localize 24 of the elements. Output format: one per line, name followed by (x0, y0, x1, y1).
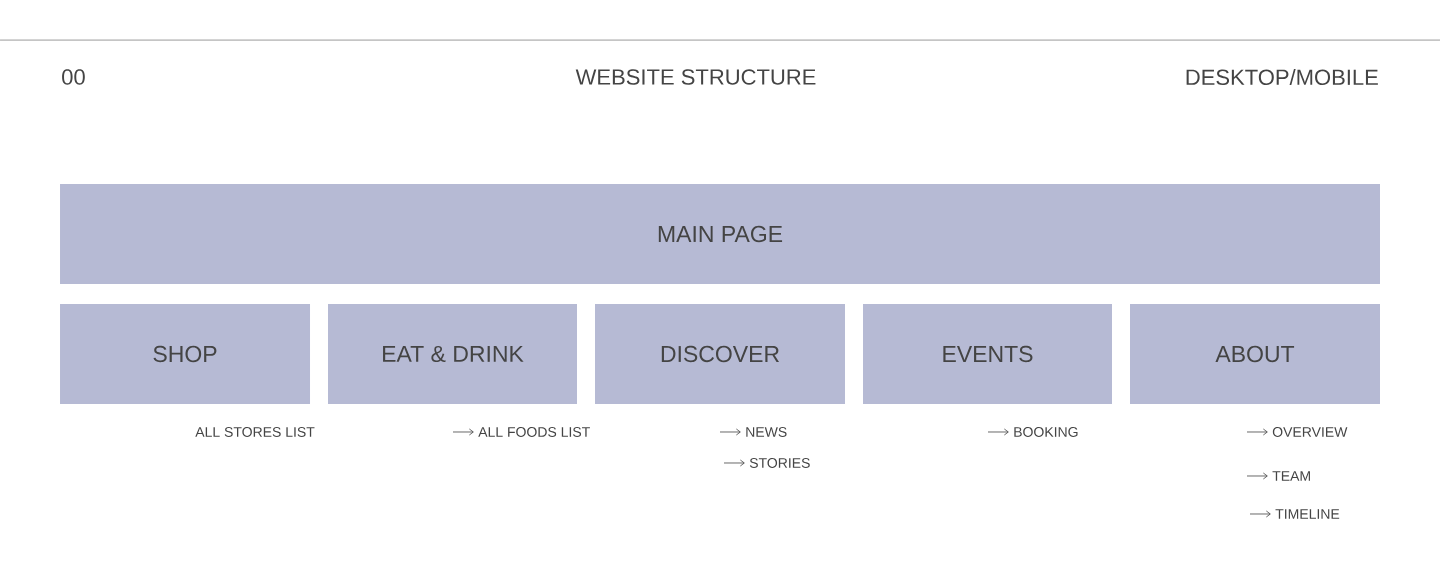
arrow (1246, 428, 1268, 436)
header-text: DESKTOP/MOBILE (1186, 68, 1378, 86)
section-box: SHOP (60, 304, 310, 404)
arrow (452, 428, 474, 436)
main-page-box: MAIN PAGE (60, 184, 1380, 284)
page-item-text: OVERVIEW (1272, 427, 1348, 437)
arrow (719, 428, 741, 436)
section-box: DISCOVER (595, 304, 845, 404)
page-item-text: TIMELINE (1275, 509, 1340, 519)
page-item-text: BOOKING (1014, 427, 1078, 437)
arrow (1246, 472, 1268, 480)
arrow (1249, 510, 1271, 518)
header-text: 00 (62, 69, 85, 85)
page-item-text: STORIES (749, 458, 810, 468)
section-box: ABOUT (1130, 304, 1380, 404)
section-box: EVENTS (863, 304, 1112, 404)
arrow (987, 428, 1009, 436)
page-title: WEBSITE STRUCTURE (575, 69, 816, 85)
page-item-text: ALL FOODS LIST (478, 427, 590, 437)
page-item-text: NEWS (746, 427, 787, 437)
page-item-text: TEAM (1272, 471, 1310, 481)
item-text: ALL STORES LIST (195, 427, 315, 437)
section-box: EAT & DRINK (328, 304, 577, 404)
arrow (723, 459, 745, 467)
